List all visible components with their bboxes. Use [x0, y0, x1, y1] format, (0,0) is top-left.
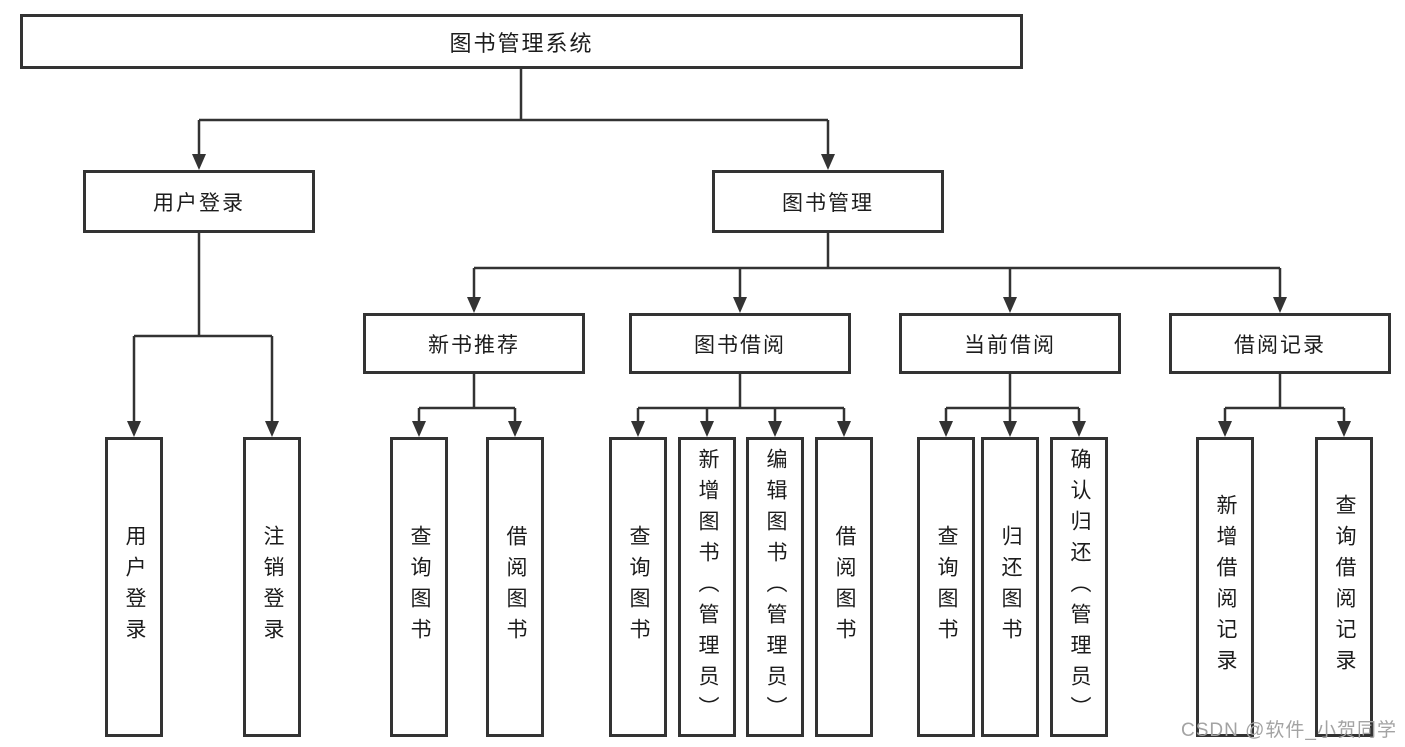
arrowhead: [1273, 297, 1287, 313]
arrowhead: [768, 421, 782, 437]
node-borrow-records-label: 借阅记录: [1234, 333, 1326, 357]
node-leaf-query-borrow-record: 查询借阅记录: [1315, 437, 1373, 737]
node-leaf-confirm-return-admin: 确认归还（管理员）: [1050, 437, 1108, 737]
leaf-label: 查询图书: [627, 525, 650, 649]
node-user-login-label: 用户登录: [153, 191, 245, 215]
arrowhead: [127, 421, 141, 437]
leaf-label: 查询图书: [408, 525, 431, 649]
connector-root-to-level2: [192, 69, 835, 170]
node-leaf-borrow-books: 借阅图书: [815, 437, 873, 737]
leaf-label: 查询借阅记录: [1333, 494, 1356, 680]
connector-new-book-rec-to-leaves: [412, 374, 522, 437]
arrowhead: [1003, 421, 1017, 437]
leaf-label: 新增图书（管理员）: [696, 447, 719, 727]
node-leaf-borrow-query-books: 查询图书: [609, 437, 667, 737]
node-book-mgmt: 图书管理: [712, 170, 944, 233]
leaf-label: 借阅图书: [504, 525, 527, 649]
node-leaf-add-books-admin: 新增图书（管理员）: [678, 437, 736, 737]
csdn-watermark: CSDN @软件_小贺同学: [1181, 720, 1397, 741]
node-current-borrow-label: 当前借阅: [964, 333, 1056, 357]
node-leaf-add-borrow-record: 新增借阅记录: [1196, 437, 1254, 737]
arrowhead: [265, 421, 279, 437]
connector-borrow-records-to-leaves: [1218, 374, 1351, 437]
node-book-mgmt-label: 图书管理: [782, 191, 874, 215]
leaf-label: 借阅图书: [833, 525, 856, 649]
leaf-label: 新增借阅记录: [1214, 494, 1237, 680]
node-root: 图书管理系统: [20, 14, 1023, 69]
leaf-label: 编辑图书（管理员）: [764, 447, 787, 727]
node-leaf-rec-borrow-books: 借阅图书: [486, 437, 544, 737]
connector-book-borrow-to-leaves: [631, 374, 851, 437]
node-leaf-logout: 注销登录: [243, 437, 301, 737]
node-leaf-user-login: 用户登录: [105, 437, 163, 737]
leaf-label: 确认归还（管理员）: [1068, 447, 1091, 727]
arrowhead: [631, 421, 645, 437]
arrowhead: [821, 154, 835, 170]
node-new-book-rec-label: 新书推荐: [428, 333, 520, 357]
node-user-login: 用户登录: [83, 170, 315, 233]
leaf-label: 用户登录: [123, 525, 146, 649]
arrowhead: [939, 421, 953, 437]
leaf-label: 归还图书: [999, 525, 1022, 649]
arrowhead: [508, 421, 522, 437]
arrowhead: [412, 421, 426, 437]
leaf-label: 注销登录: [261, 525, 284, 649]
connector-user-login-to-leaves: [127, 233, 279, 437]
node-new-book-rec: 新书推荐: [363, 313, 585, 374]
node-borrow-records: 借阅记录: [1169, 313, 1391, 374]
arrowhead: [1072, 421, 1086, 437]
arrowhead: [700, 421, 714, 437]
node-book-borrow-label: 图书借阅: [694, 333, 786, 357]
arrowhead: [1337, 421, 1351, 437]
node-book-borrow: 图书借阅: [629, 313, 851, 374]
arrowhead: [1218, 421, 1232, 437]
connector-current-borrow-to-leaves: [939, 374, 1086, 437]
arrowhead: [192, 154, 206, 170]
node-root-label: 图书管理系统: [449, 30, 594, 56]
arrowhead: [1003, 297, 1017, 313]
node-leaf-rec-query-books: 查询图书: [390, 437, 448, 737]
node-leaf-current-query-books: 查询图书: [917, 437, 975, 737]
arrowhead: [467, 297, 481, 313]
leaf-label: 查询图书: [935, 525, 958, 649]
node-leaf-return-books: 归还图书: [981, 437, 1039, 737]
connector-book-mgmt-to-modules: [467, 233, 1287, 313]
node-current-borrow: 当前借阅: [899, 313, 1121, 374]
arrowhead: [733, 297, 747, 313]
node-leaf-edit-books-admin: 编辑图书（管理员）: [746, 437, 804, 737]
arrowhead: [837, 421, 851, 437]
